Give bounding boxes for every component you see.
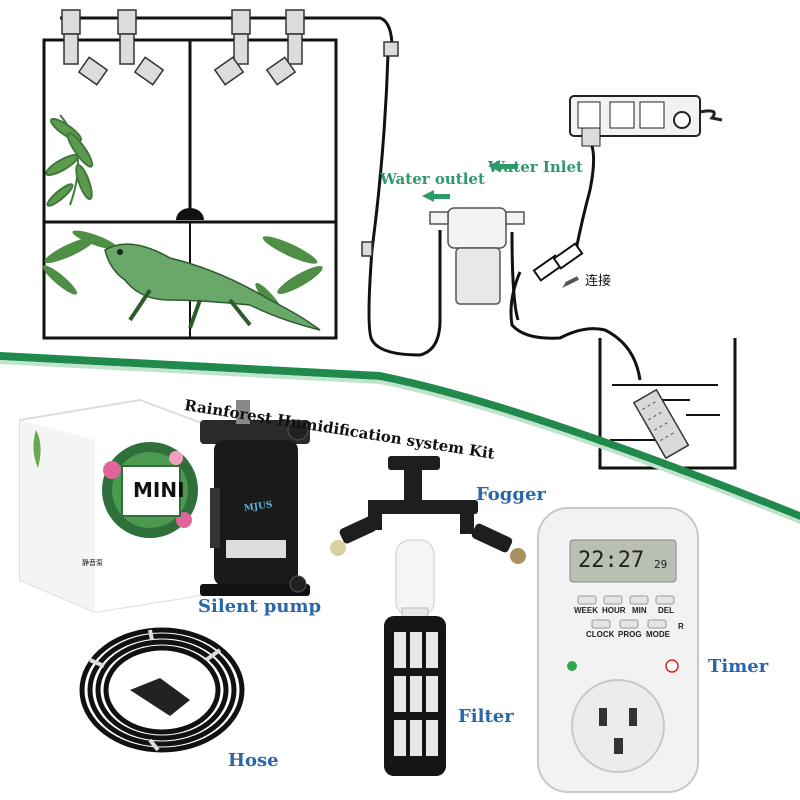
timer-image — [537, 507, 699, 793]
water-inlet-label: Water Inlet — [488, 158, 583, 176]
lizard-image — [104, 243, 321, 331]
mode-button-label: MODE — [646, 630, 670, 639]
timer-display: 22:27 — [578, 548, 645, 573]
week-button-label: WEEK — [574, 606, 598, 615]
pump-image — [200, 400, 310, 596]
power-strip — [569, 95, 723, 147]
fogger-image — [330, 456, 526, 564]
filter-image — [384, 539, 446, 776]
filter-label: Filter — [458, 706, 514, 727]
del-button-label: DEL — [658, 606, 674, 615]
terrarium-enclosure — [42, 38, 338, 340]
hour-button-label: HOUR — [602, 606, 626, 615]
connect-label: 连接 — [585, 274, 612, 289]
nozzle-group — [61, 9, 399, 257]
timer-display-seconds: 29 — [654, 558, 668, 571]
timer-label: Timer — [708, 656, 769, 677]
product-box — [19, 398, 221, 614]
hose-image — [79, 627, 245, 753]
timer-buttons — [577, 595, 675, 629]
reset-button-label: R — [678, 622, 684, 631]
hose-label: Hose — [228, 750, 279, 771]
box-label: MINI — [133, 478, 185, 502]
box-small-text: 静音泵 — [82, 559, 103, 567]
connector — [532, 242, 584, 282]
silent-pump-label: Silent pump — [198, 596, 322, 617]
fogger-label: Fogger — [476, 484, 546, 505]
water-outlet-label: Water outlet — [380, 170, 485, 188]
clock-button-label: CLOCK — [586, 630, 615, 639]
pump-diagram — [429, 207, 525, 305]
prog-button-label: PROG — [618, 630, 642, 639]
min-button-label: MIN — [632, 606, 647, 615]
